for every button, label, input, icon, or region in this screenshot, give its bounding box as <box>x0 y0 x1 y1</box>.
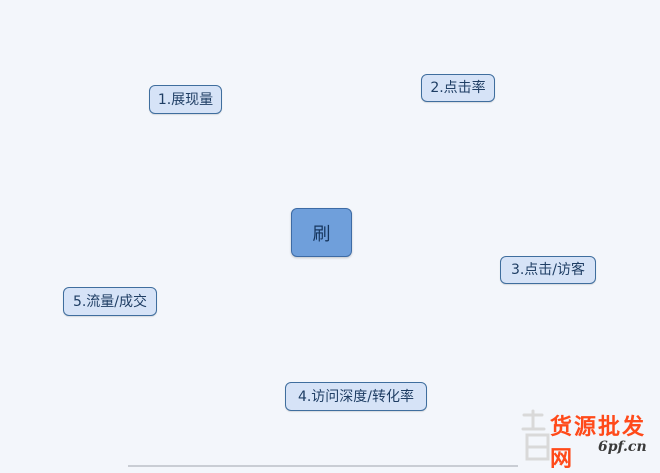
center-node: 刷 <box>291 208 352 257</box>
watermark: 货源批发网 6pf.cn <box>520 405 660 472</box>
node-5-traffic-deals: 5.流量/成交 <box>63 287 157 316</box>
node-1-exposure: 1.展现量 <box>149 85 222 114</box>
watermark-text: 货源批发网 <box>550 414 647 472</box>
node-2-click-rate: 2.点击率 <box>421 74 495 102</box>
watermark-url: 6pf.cn <box>598 439 647 455</box>
node-4-depth-conversion: 4.访问深度/转化率 <box>285 382 427 411</box>
watermark-logo-icon <box>521 409 550 461</box>
bottom-divider <box>128 465 518 467</box>
node-3-clicks-per-visitor: 3.点击/访客 <box>500 256 596 284</box>
